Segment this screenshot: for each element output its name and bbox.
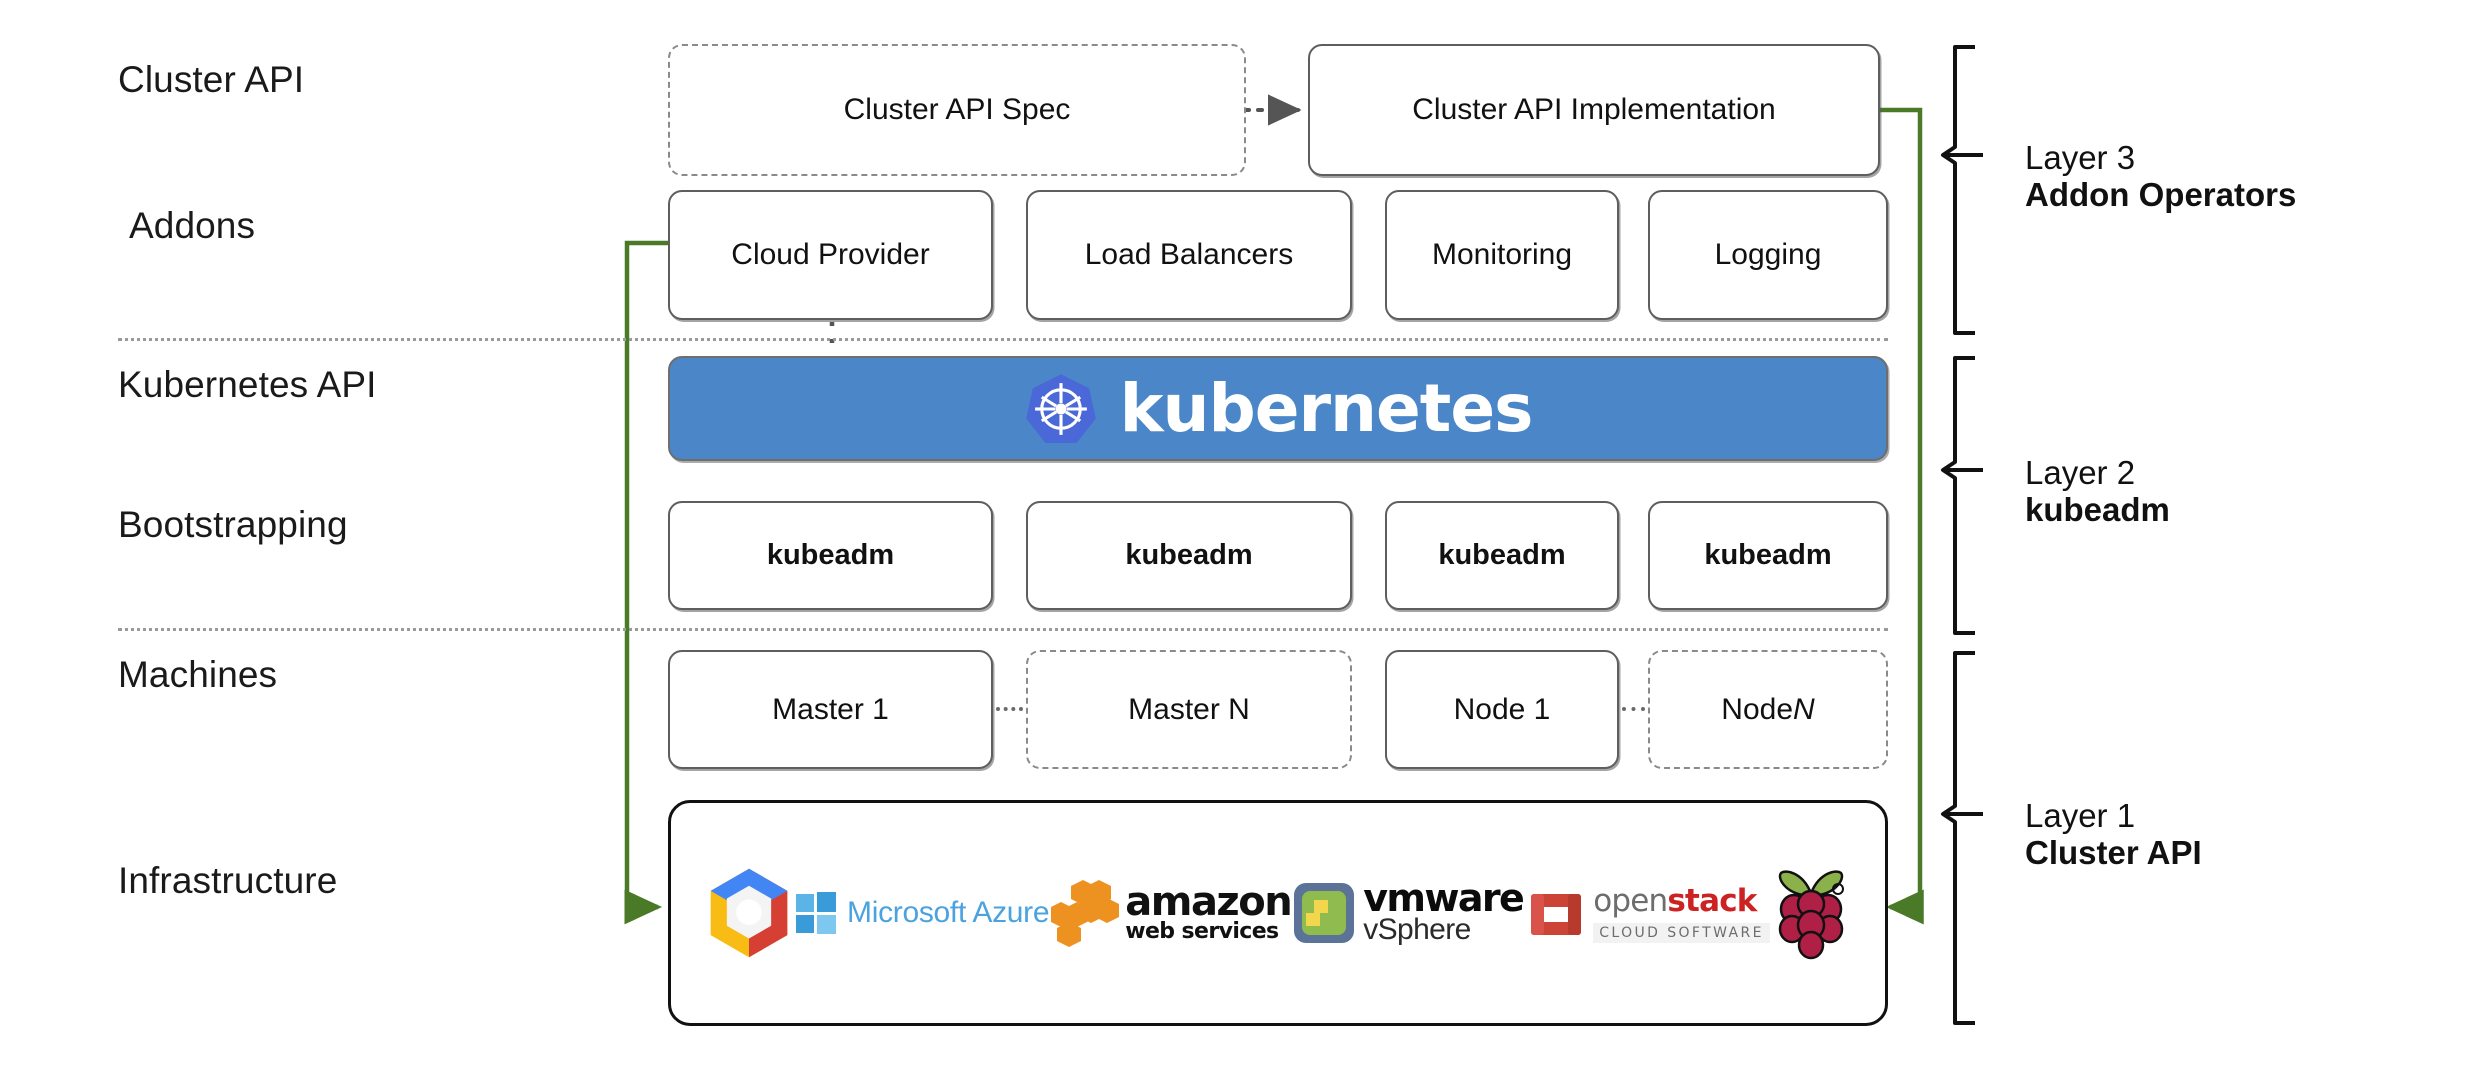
openstack-word-stack: stack (1667, 883, 1757, 919)
layer-3-title: Addon Operators (2025, 175, 2297, 213)
node-kubeadm-4[interactable]: kubeadm (1648, 501, 1888, 610)
node-label: Master N (1128, 692, 1250, 726)
layer-1-label: Layer 1 Cluster API (2025, 797, 2202, 872)
layer-3-label: Layer 3 Addon Operators (2025, 139, 2297, 214)
layer-1-number: Layer 1 (2025, 797, 2136, 834)
layer-1-title: Cluster API (2025, 833, 2202, 871)
row-label-machines: Machines (118, 654, 278, 695)
node-master-n[interactable]: Master N (1026, 650, 1352, 769)
node-label: kubeadm (766, 539, 895, 571)
layer-2-number: Layer 2 (2025, 454, 2136, 491)
node-load-balancers[interactable]: Load Balancers (1026, 190, 1352, 320)
separator-line (118, 628, 1888, 631)
microsoft-azure-logo: Microsoft Azure (794, 891, 1050, 935)
node-label: Logging (1714, 238, 1822, 271)
layer-bracket-3 (1941, 45, 1983, 335)
vsphere-subtext: vSphere (1363, 913, 1471, 947)
node-kubeadm-3[interactable]: kubeadm (1385, 501, 1619, 610)
kubernetes-banner[interactable]: kubernetes (668, 356, 1888, 461)
aws-cubes-icon (1051, 880, 1120, 947)
raspberry-pi-icon (1778, 870, 1844, 960)
openstack-logo: open stack CLOUD SOFTWARE (1525, 882, 1770, 944)
node-master-1[interactable]: Master 1 (668, 650, 993, 769)
vmware-vsphere-logo: vmware vSphere (1293, 875, 1525, 947)
vmware-wordmark: vmware (1363, 875, 1525, 920)
aws-subtext: web services (1125, 918, 1279, 944)
vmware-tile-icon (1294, 883, 1355, 943)
node-label: kubeadm (1438, 539, 1566, 571)
openstack-word-open: open (1593, 883, 1668, 919)
layer-3-number: Layer 3 (2025, 139, 2136, 176)
node-node-1[interactable]: Node 1 (1385, 650, 1619, 769)
kubernetes-wordmark: kubernetes (1119, 369, 1534, 447)
node-label: Load Balancers (1084, 238, 1294, 271)
node-kubeadm-1[interactable]: kubeadm (668, 501, 993, 610)
node-node-n[interactable]: Node N (1648, 650, 1888, 769)
windows-squares-icon (796, 892, 837, 934)
separator-line (118, 338, 1888, 341)
amazon-web-services-logo: amazon web services (1051, 876, 1293, 950)
openstack-subtext: CLOUD SOFTWARE (1593, 923, 1770, 943)
node-label: Cluster API Implementation (1412, 93, 1776, 126)
openstack-mark-icon (1531, 894, 1582, 935)
node-cloud-provider[interactable]: Cloud Provider (668, 190, 993, 320)
node-label: Cloud Provider (731, 238, 930, 271)
machines-ellipsis-2 (1622, 707, 1645, 711)
node-label: Master 1 (772, 692, 889, 726)
layer-bracket-1 (1941, 651, 1983, 1025)
row-label-kubernetes-api: Kubernetes API (118, 364, 377, 405)
layer-2-label: Layer 2 kubeadm (2025, 454, 2170, 529)
row-label-bootstrapping: Bootstrapping (118, 504, 348, 545)
node-logging[interactable]: Logging (1648, 190, 1888, 320)
node-cluster-api-spec[interactable]: Cluster API Spec (668, 44, 1246, 176)
kubernetes-helm-icon (1025, 373, 1096, 443)
node-label: kubeadm (1704, 539, 1832, 571)
node-label: Monitoring (1431, 238, 1573, 271)
node-monitoring[interactable]: Monitoring (1385, 190, 1619, 320)
node-label: Node (1721, 692, 1794, 726)
node-cluster-api-implementation[interactable]: Cluster API Implementation (1308, 44, 1880, 176)
node-label: Cluster API Spec (843, 93, 1071, 126)
node-kubeadm-2[interactable]: kubeadm (1026, 501, 1352, 610)
green-arrow-cloudprovider-to-infrastructure (624, 240, 668, 925)
node-label: kubeadm (1125, 539, 1253, 571)
azure-wordmark: Microsoft Azure (847, 896, 1050, 929)
node-label: Node 1 (1453, 692, 1551, 726)
row-label-cluster-api: Cluster API (118, 59, 305, 100)
layer-bracket-2 (1941, 356, 1983, 635)
infrastructure-container[interactable]: Microsoft Azure amazon web services (668, 800, 1888, 1026)
raspberry-pi-logo (1772, 865, 1850, 961)
amazon-wordmark: amazon (1125, 879, 1292, 925)
row-label-addons: Addons (129, 205, 256, 246)
google-cloud-logo (706, 867, 792, 959)
node-label-italic: N (1793, 692, 1815, 726)
machines-ellipsis-1 (996, 707, 1023, 711)
row-label-infrastructure: Infrastructure (118, 860, 338, 901)
layer-2-title: kubeadm (2025, 490, 2170, 528)
